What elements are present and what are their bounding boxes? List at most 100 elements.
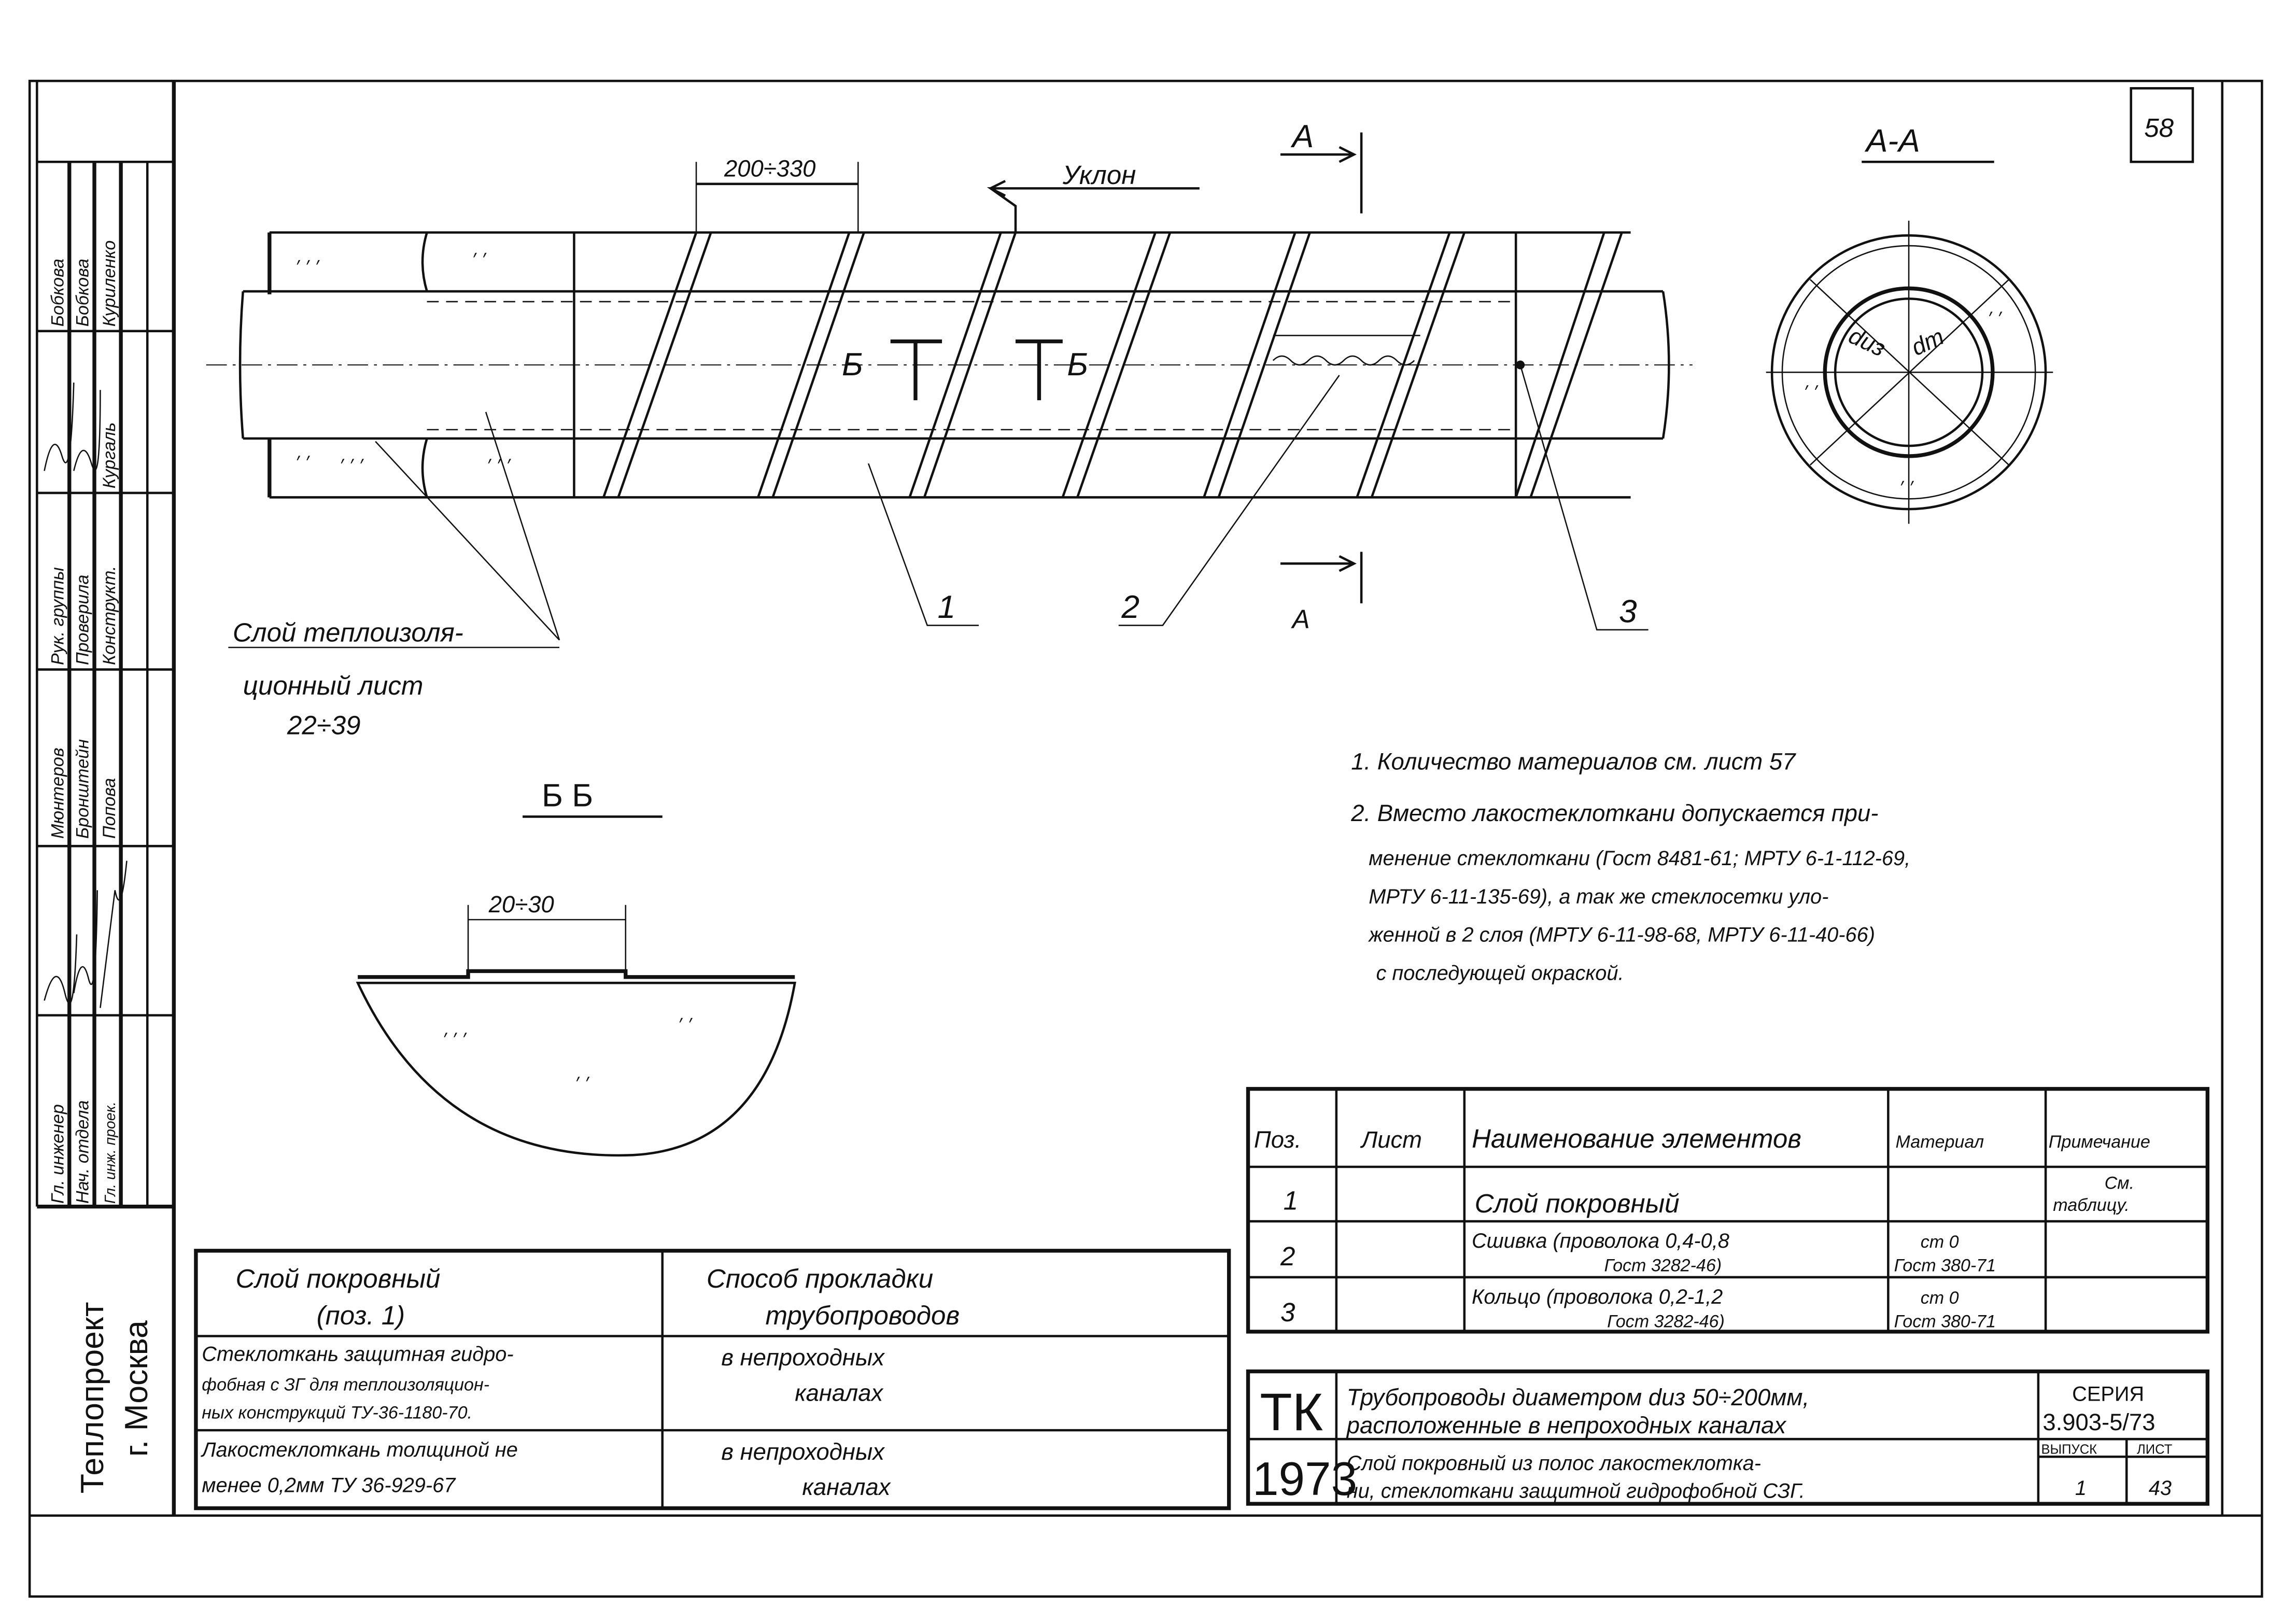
note-line: 2. Вместо лакостеклоткани допускается пр… xyxy=(1350,800,1878,826)
sheet-value: 43 xyxy=(2149,1477,2172,1500)
issue-value: 1 xyxy=(2075,1477,2087,1500)
svg-text:׳ ׳ ׳: ׳ ׳ ׳ xyxy=(486,458,512,474)
subtitle-line: ни, стеклоткани защитной гидрофобной СЗГ… xyxy=(1347,1480,1805,1503)
organization-city: г. Москва xyxy=(118,1320,154,1457)
spec-name: Гост 3282-46) xyxy=(1604,1256,1722,1276)
position-label-1: 1 xyxy=(938,589,956,625)
position-label-3: 3 xyxy=(1619,594,1637,630)
stamp-name: Бронштейн xyxy=(73,739,93,839)
subtitle-line: Слой покровный из полос лакостеклотка- xyxy=(1347,1452,1761,1475)
slope-label: Уклон xyxy=(1062,160,1136,190)
sheet-number: 58 xyxy=(2144,113,2174,143)
spec-table: Поз. Лист Наименование элементов Материа… xyxy=(1246,1086,2209,1334)
detail-overlap-dimension: 20÷30 xyxy=(488,891,554,918)
insulation-callout: Слой теплоизоля- xyxy=(233,618,463,647)
spec-name: Кольцо (проволока 0,2-1,2 xyxy=(1472,1286,1723,1308)
stamp-name: Бобкова xyxy=(73,259,93,327)
layer-cell: Лакостеклоткань толщиной не xyxy=(200,1438,518,1461)
section-b-mark-right: Б xyxy=(1067,346,1088,383)
spec-material: ст 0 xyxy=(1921,1288,1959,1308)
section-a-view: ׳ ׳ ׳ ׳ ׳ ׳ xyxy=(1766,220,2053,524)
stamp-name: Попова xyxy=(100,778,119,839)
spec-pos: 3 xyxy=(1280,1297,1295,1327)
spec-name: Гост 3282-46) xyxy=(1607,1311,1725,1331)
issue-label: ВЫПУСК xyxy=(2041,1443,2097,1457)
stamp-role: Гл. инженер xyxy=(48,1104,67,1204)
svg-text:׳ ׳ ׳: ׳ ׳ ׳ xyxy=(339,458,364,474)
svg-text:׳ ׳: ׳ ׳ xyxy=(1803,384,1819,401)
layer-header: (поз. 1) xyxy=(317,1301,405,1330)
stamp-role: Нач. отдела xyxy=(73,1100,93,1204)
svg-text:׳ ׳ ׳: ׳ ׳ ׳ xyxy=(442,1032,468,1048)
spec-header: Материал xyxy=(1896,1132,1984,1152)
spec-pos: 2 xyxy=(1280,1241,1295,1271)
pipe-elevation: ׳ ׳ ׳ ׳ ׳ ׳ ׳ ׳ ׳ ׳ ׳ ׳ ׳ xyxy=(206,231,1693,499)
signature xyxy=(44,383,101,471)
spec-name: Сшивка (проволока 0,4-0,8 xyxy=(1472,1230,1729,1252)
signature xyxy=(44,860,128,1008)
sheet-label: ЛИСТ xyxy=(2137,1443,2173,1457)
org-code: ТК xyxy=(1260,1382,1323,1442)
section-mark-top: А xyxy=(1290,118,1314,154)
layer-cell: ных конструкций ТУ-36-1180-70. xyxy=(202,1403,472,1422)
stamp-name: Мюнтеров xyxy=(48,747,67,839)
layer-header: трубопроводов xyxy=(765,1301,960,1330)
layer-header: Способ прокладки xyxy=(707,1264,933,1293)
svg-text:׳ ׳: ׳ ׳ xyxy=(471,252,487,269)
spec-name: Слой покровный xyxy=(1475,1189,1680,1218)
stamp-role: Конструкт. xyxy=(100,566,119,665)
spec-note: См. xyxy=(2105,1174,2134,1193)
spec-note: таблицу. xyxy=(2053,1195,2130,1215)
section-mark-bottom: А xyxy=(1291,604,1310,634)
section-a-title: А-А xyxy=(1864,122,1920,159)
layer-cell: Стеклоткань защитная гидро- xyxy=(202,1343,513,1366)
stamp-role: Проверила xyxy=(73,575,93,666)
layer-table: Слой покровный (поз. 1) Способ прокладки… xyxy=(194,1249,1231,1511)
insulation-callout: 22÷39 xyxy=(287,710,361,740)
method-cell: в непроходных xyxy=(721,1344,885,1371)
title-line: расположенные в непроходных каналах xyxy=(1346,1412,1787,1438)
position-label-2: 2 xyxy=(1121,589,1139,625)
spec-header: Поз. xyxy=(1254,1126,1301,1153)
stamp-name: Бобкова xyxy=(48,259,67,327)
spec-header: Примечание xyxy=(2049,1132,2150,1152)
spec-material: Гост 380-71 xyxy=(1894,1311,1996,1331)
detail-view: ׳ ׳ ׳ ׳ ׳ ׳ ׳ xyxy=(356,969,796,1157)
method-cell: в непроходных xyxy=(721,1438,885,1465)
spec-material: ст 0 xyxy=(1921,1232,1959,1252)
insulation-callout: ционный лист xyxy=(243,671,424,700)
svg-text:׳ ׳ ׳: ׳ ׳ ׳ xyxy=(294,259,320,276)
note-line: 1. Количество материалов см. лист 57 xyxy=(1351,749,1796,775)
stamp-role: Гл. инж. проек. xyxy=(102,1102,119,1204)
pipe-diameter-label: dт xyxy=(1907,323,1948,361)
note-line: менение стеклоткани (Гост 8481-61; МРТУ … xyxy=(1369,847,1910,870)
notes: 1. Количество материалов см. лист 57 2. … xyxy=(1350,749,1910,985)
series-value: 3.903-5/73 xyxy=(2043,1409,2155,1435)
stamp-role: Рук. группы xyxy=(48,567,67,665)
layer-header: Слой покровный xyxy=(236,1264,441,1293)
note-line: женной в 2 слоя (МРТУ 6-11-98-68, МРТУ 6… xyxy=(1368,924,1875,947)
svg-text:׳ ׳: ׳ ׳ xyxy=(574,1076,590,1093)
svg-text:׳ ׳: ׳ ׳ xyxy=(1898,480,1914,497)
svg-text:׳ ׳: ׳ ׳ xyxy=(1987,311,2003,327)
spec-pos: 1 xyxy=(1284,1186,1298,1215)
insulation-diameter-label: dиз xyxy=(1845,322,1890,361)
approval-stamp: Гл. инженер Нач. отдела Гл. инж. проек. … xyxy=(36,81,174,1493)
title-block: ТК 1973 Трубопроводы диаметром dиз 50÷20… xyxy=(1246,1369,2209,1506)
section-b-mark-left: Б xyxy=(842,346,863,383)
stamp-name: Куриленко xyxy=(100,241,119,327)
sheet-number-box xyxy=(2130,87,2194,163)
layer-cell: фобная с ЗГ для теплоизоляцион- xyxy=(202,1375,489,1394)
wrap-pitch-dimension: 200÷330 xyxy=(724,156,815,182)
series-label: СЕРИЯ xyxy=(2072,1382,2144,1405)
spec-header: Наименование элементов xyxy=(1472,1124,1801,1153)
title-line: Трубопроводы диаметром dиз 50÷200мм, xyxy=(1347,1384,1809,1410)
note-line: МРТУ 6-11-135-69), а так же стеклосетки … xyxy=(1369,885,1828,908)
detail-title: Б Б xyxy=(542,778,593,814)
spec-material: Гост 380-71 xyxy=(1894,1256,1996,1276)
note-line: с последующей окраской. xyxy=(1376,962,1624,985)
method-cell: каналах xyxy=(795,1379,884,1406)
svg-text:׳ ׳: ׳ ׳ xyxy=(294,455,311,472)
svg-text:׳ ׳: ׳ ׳ xyxy=(677,1017,693,1034)
